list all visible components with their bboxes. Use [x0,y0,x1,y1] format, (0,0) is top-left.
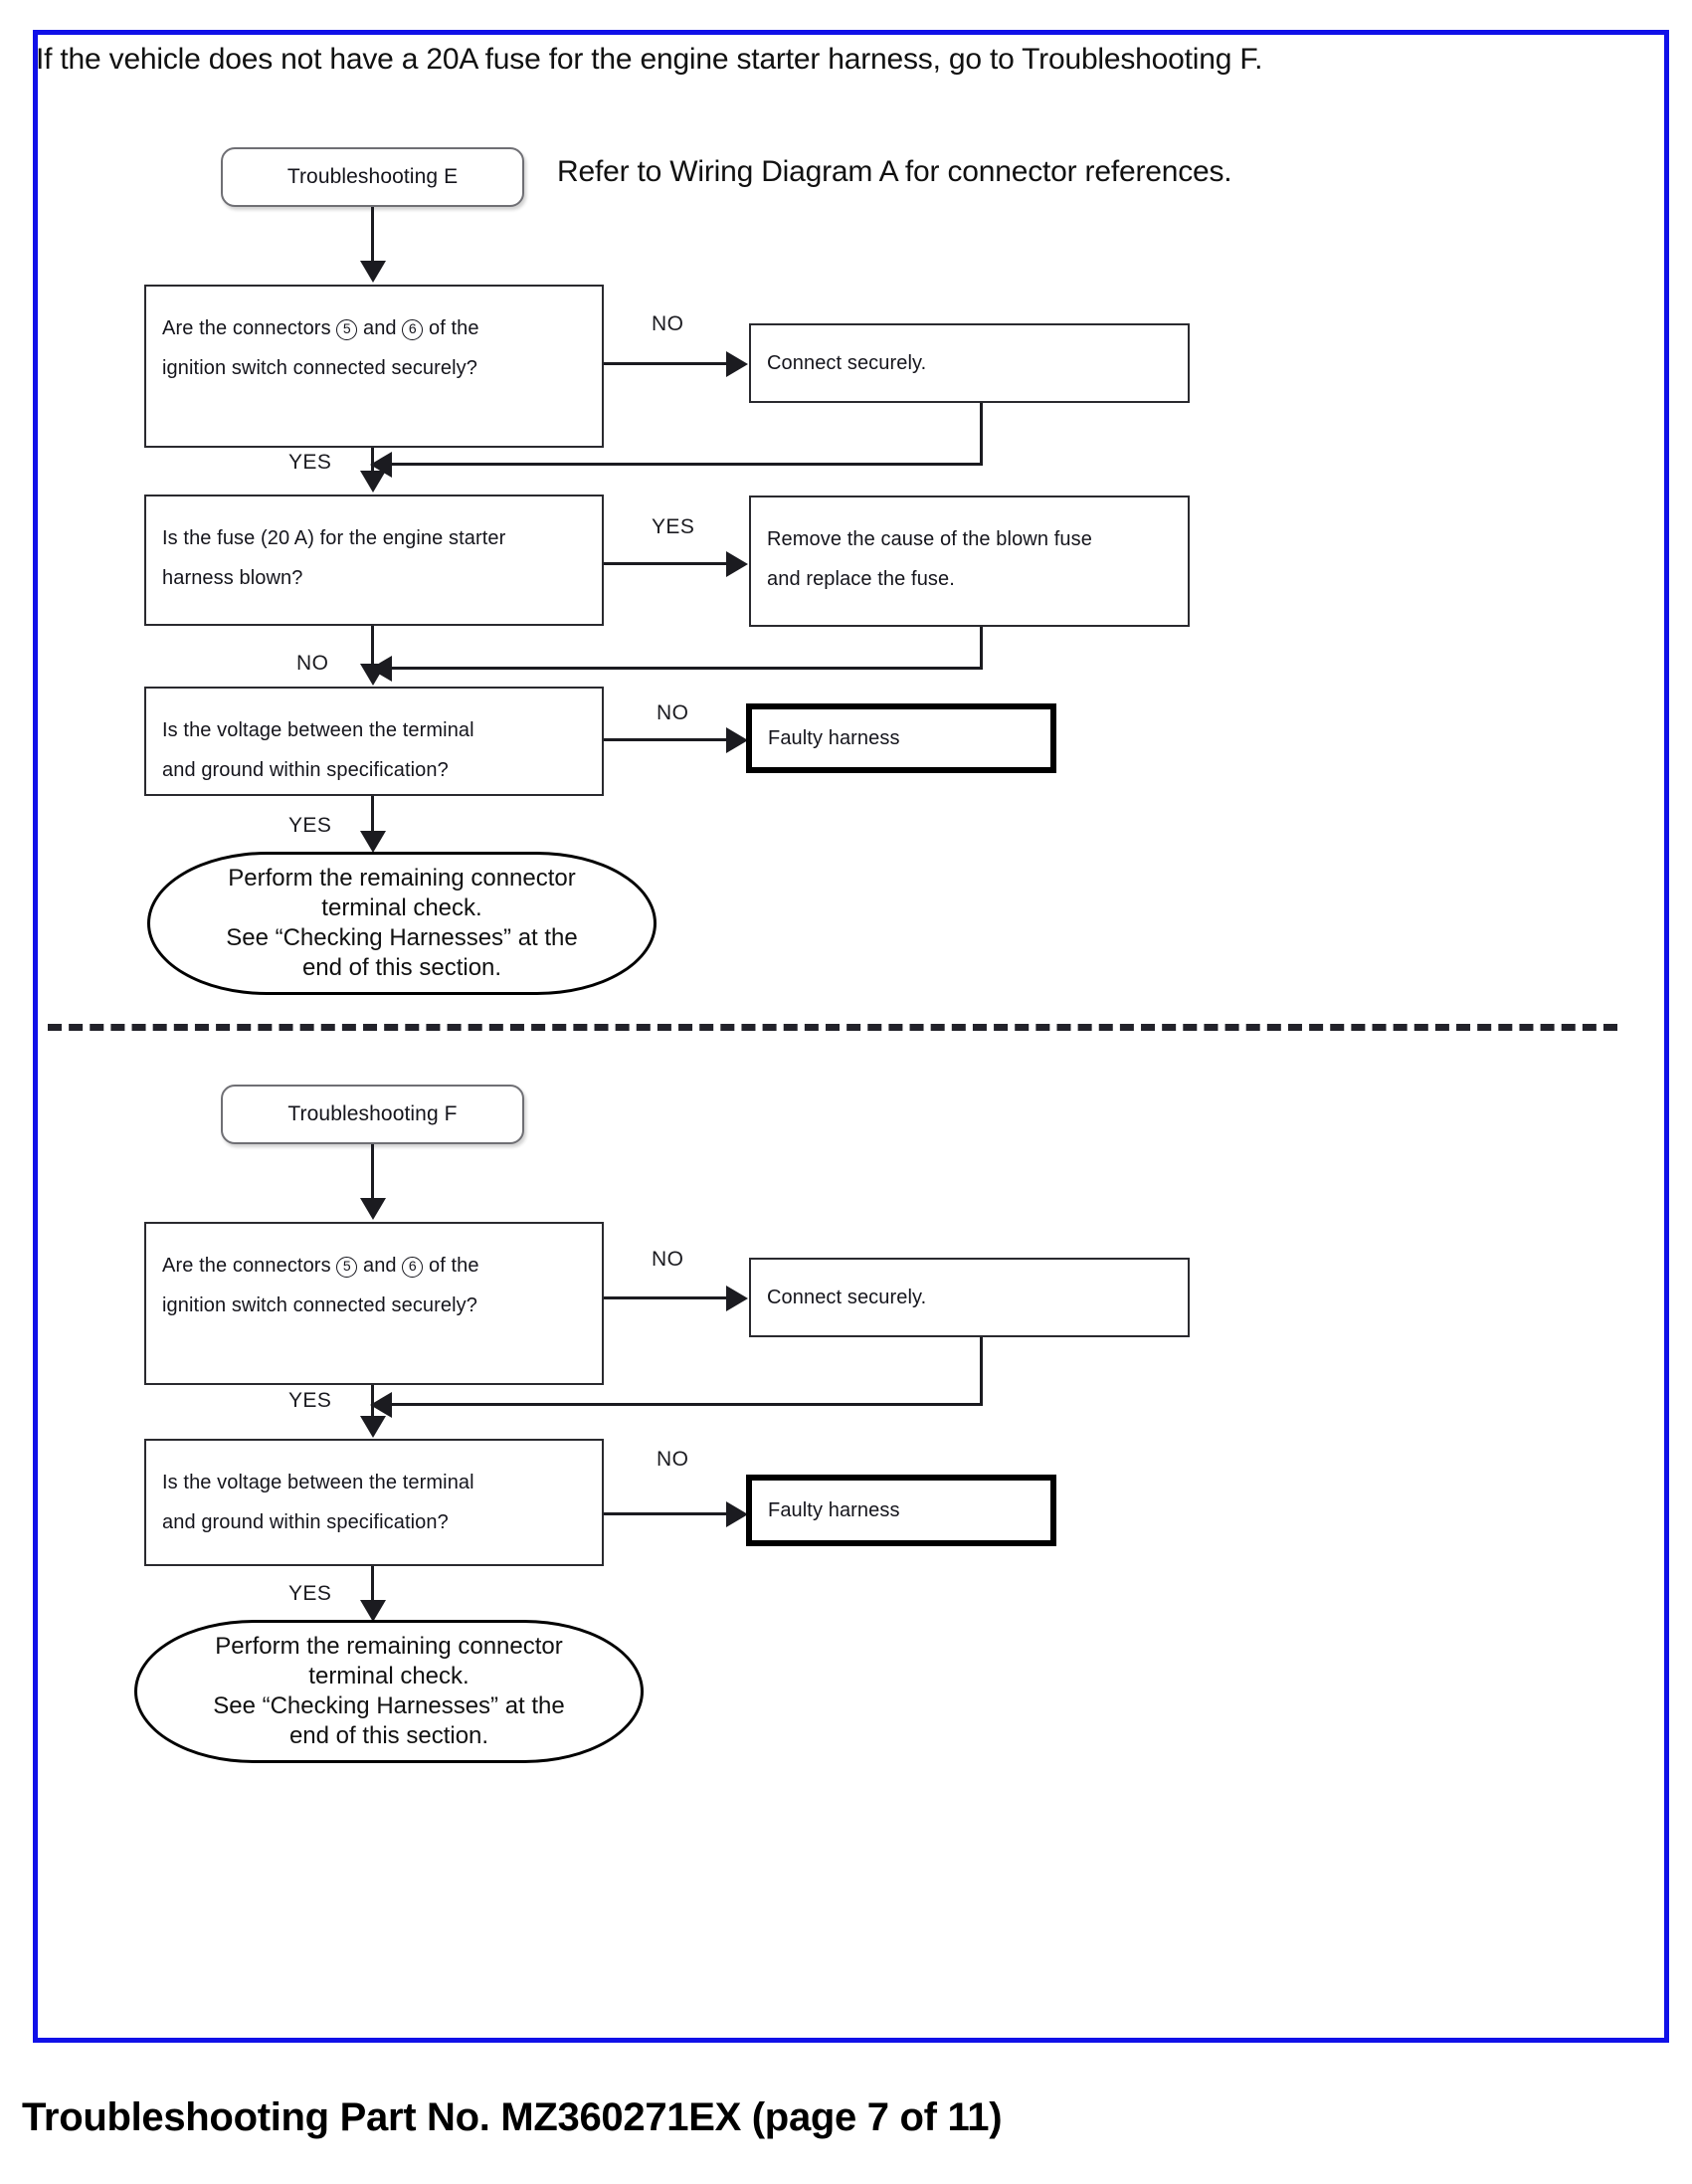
decision-line-2: and ground within specification? [162,759,449,781]
q1-text-a: Are the connectors [162,317,337,339]
decision-line-1: Is the voltage between the terminal [162,719,474,741]
decision-line-1: Is the fuse (20 A) for the engine starte… [162,527,506,549]
arrowhead-return-connect-f [370,1392,392,1418]
connector-start-to-q1 [371,207,374,269]
connector-number-5: 5 [336,1257,358,1278]
arrowhead-start-to-q1 [360,261,386,283]
branch-label-yes-q1-f: YES [288,1389,332,1412]
start-node-label: Troubleshooting F [287,1102,458,1125]
branch-label-yes-q2-f: YES [288,1582,332,1605]
action-line-2: and replace the fuse. [767,568,955,590]
arrowhead-q1-yes-f [360,1416,386,1438]
start-node-troubleshooting-f[interactable]: Troubleshooting F [221,1085,524,1144]
end-line-2: terminal check. [321,894,482,921]
result-node-faulty-harness-e[interactable]: Faulty harness [746,703,1056,773]
arrowhead-q2-yes-f [360,1600,386,1622]
connector-number-6: 6 [402,319,424,340]
connector-start-to-q1-f [371,1144,374,1206]
branch-label-no-q1-e: NO [652,312,684,335]
connector-q1-no-e [604,362,728,365]
arrowhead-q1-no-f [726,1286,748,1311]
decision-line-2: ignition switch connected securely? [162,1294,478,1316]
end-line-4: end of this section. [288,1722,489,1749]
end-line-3: See “Checking Harnesses” at the [213,1692,565,1719]
arrowhead-q2-yes-e [726,551,748,577]
branch-label-yes-q3-e: YES [288,814,332,837]
end-node-checking-harnesses-f[interactable]: Perform the remaining connector terminal… [134,1620,644,1763]
q1-text-b-f: and [357,1255,403,1277]
q1-text-c-f: of the [423,1255,479,1277]
decision-line-2: harness blown? [162,567,303,589]
return-line-v-connect-f [980,1337,983,1405]
arrowhead-q2-no-e [360,664,386,686]
end-line-3: See “Checking Harnesses” at the [226,924,578,951]
connector-q1-yes-e [371,448,374,472]
arrowhead-q1-no-e [726,351,748,377]
branch-label-yes-q1-e: YES [288,451,332,474]
return-line-h-remove-e [390,667,983,670]
connector-q3-no-e [604,738,728,741]
decision-line-2: ignition switch connected securely? [162,357,478,379]
decision-node-voltage-f[interactable]: Is the voltage between the terminal and … [144,1439,604,1566]
end-node-checking-harnesses-e[interactable]: Perform the remaining connector terminal… [147,852,657,995]
arrowhead-q2-no-f [726,1501,748,1527]
branch-label-no-q3-e: NO [657,701,689,724]
action-label: Connect securely. [767,352,927,374]
start-node-troubleshooting-e[interactable]: Troubleshooting E [221,147,524,207]
arrowhead-q1-yes-e [360,471,386,493]
arrowhead-q3-yes-e [360,831,386,853]
end-line-4: end of this section. [301,954,502,981]
decision-line-1: Are the connectors 5 and 6 of the [162,1246,586,1286]
connector-number-6: 6 [402,1257,424,1278]
end-line-1: Perform the remaining connector [215,1633,563,1660]
q1-text-a-f: Are the connectors [162,1255,337,1277]
connector-q2-no-e [371,626,374,671]
action-node-remove-cause-e[interactable]: Remove the cause of the blown fuse and r… [749,496,1190,627]
decision-node-voltage-e[interactable]: Is the voltage between the terminal and … [144,687,604,796]
return-line-v-remove-e [980,627,983,669]
branch-label-no-q1-f: NO [652,1248,684,1271]
q1-text-b: and [357,317,403,339]
connector-number-5: 5 [336,319,358,340]
q1-text-c: of the [423,317,479,339]
decision-node-connectors-e[interactable]: Are the connectors 5 and 6 of the igniti… [144,285,604,448]
action-label: Connect securely. [767,1287,927,1308]
footer-caption: Troubleshooting Part No. MZ360271EX (pag… [22,2095,1003,2139]
connector-q3-yes-e [371,796,374,838]
decision-line-2: and ground within specification? [162,1511,449,1533]
action-node-connect-securely-f[interactable]: Connect securely. [749,1258,1190,1337]
branch-label-no-q2-e: NO [296,652,329,675]
arrowhead-start-to-q1-f [360,1198,386,1220]
connector-q2-yes-f [371,1566,374,1608]
result-label: Faulty harness [768,726,900,749]
result-label: Faulty harness [768,1498,900,1521]
branch-label-yes-q2-e: YES [652,515,695,538]
connector-q2-no-f [604,1512,728,1515]
branch-label-no-q2-f: NO [657,1448,689,1471]
decision-node-connectors-f[interactable]: Are the connectors 5 and 6 of the igniti… [144,1222,604,1385]
action-line-1: Remove the cause of the blown fuse [767,528,1092,550]
arrowhead-q3-no-e [726,727,748,753]
return-line-h-connect-f [390,1403,983,1406]
start-node-label: Troubleshooting E [286,165,459,188]
decision-node-fuse-blown-e[interactable]: Is the fuse (20 A) for the engine starte… [144,495,604,626]
connector-q2-yes-e [604,562,728,565]
result-node-faulty-harness-f[interactable]: Faulty harness [746,1475,1056,1546]
decision-line-1: Are the connectors 5 and 6 of the [162,308,586,348]
end-line-2: terminal check. [308,1663,470,1689]
end-line-1: Perform the remaining connector [228,865,576,892]
return-line-h-connect-e [390,463,983,466]
decision-line-1: Is the voltage between the terminal [162,1472,474,1493]
return-line-v-connect-e [980,403,983,465]
action-node-connect-securely-e[interactable]: Connect securely. [749,323,1190,403]
connector-q1-no-f [604,1296,728,1299]
section-divider [48,1024,1617,1031]
intro-sentence: If the vehicle does not have a 20A fuse … [36,43,1263,76]
wiring-diagram-note: Refer to Wiring Diagram A for connector … [557,155,1232,188]
connector-q1-yes-f [371,1385,374,1425]
